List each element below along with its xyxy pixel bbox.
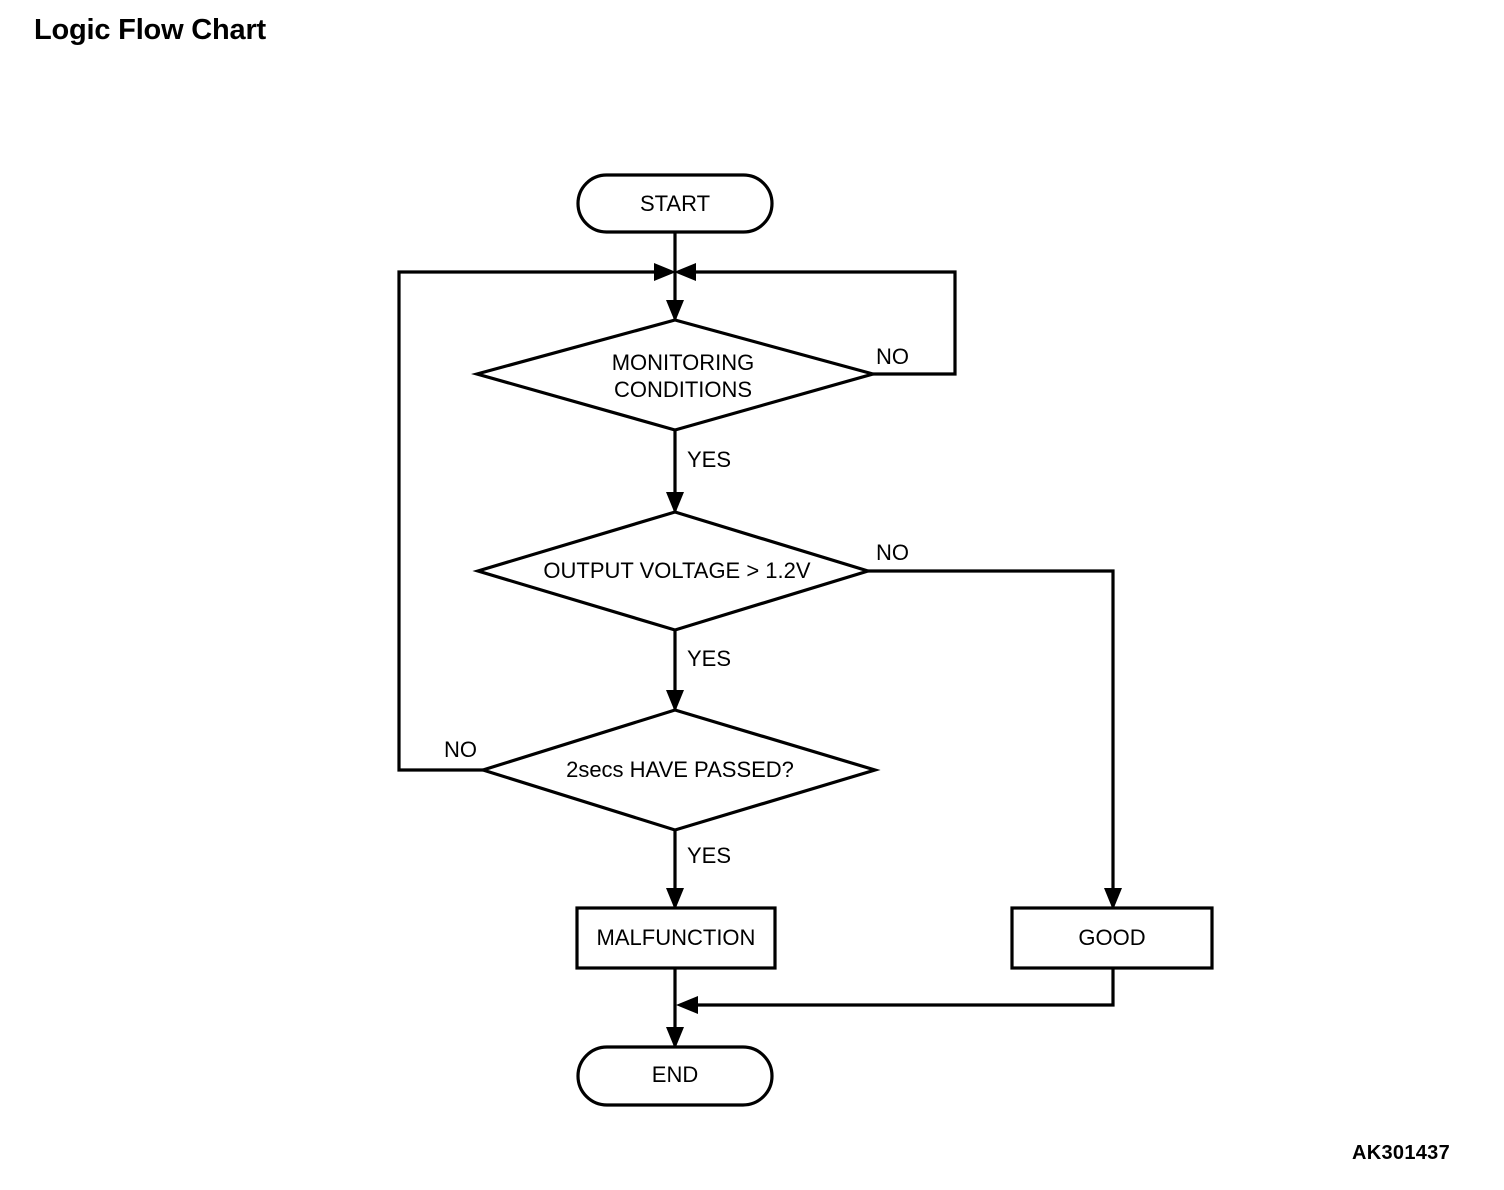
- timer-elapsed-label: 2secs HAVE PASSED?: [566, 757, 794, 782]
- arrowhead-into-timer: [666, 690, 684, 712]
- malfunction-node: [575, 906, 777, 970]
- voltage-no-label: NO: [876, 540, 909, 565]
- monitoring-yes-label: YES: [687, 447, 731, 472]
- timer-no-label: NO: [444, 737, 477, 762]
- monitoring-conditions-label-line2: CONDITIONS: [614, 377, 752, 402]
- timer-yes-label: YES: [687, 843, 731, 868]
- arrowhead-into-monitoring: [666, 300, 684, 322]
- arrowhead-into-end: [666, 1027, 684, 1049]
- arrowhead-into-malfunction: [666, 888, 684, 910]
- monitoring-conditions-label-line1: MONITORING: [612, 350, 755, 375]
- edge-voltage-no-to-good: [868, 569, 1115, 908]
- voltage-yes-label: YES: [687, 646, 731, 671]
- edge-monitoring-no-feedback: [684, 270, 957, 376]
- timer-elapsed-node: [477, 708, 881, 832]
- start-node-label: START: [640, 191, 710, 216]
- arrowhead-junction-from-right: [674, 263, 696, 281]
- start-node: [576, 173, 774, 234]
- figure-code: AK301437: [1352, 1142, 1451, 1164]
- arrowhead-junction-from-left: [654, 263, 676, 281]
- arrowhead-good-merge: [676, 996, 698, 1014]
- end-node-label: END: [652, 1062, 698, 1087]
- malfunction-label: MALFUNCTION: [597, 925, 756, 950]
- good-label: GOOD: [1078, 925, 1145, 950]
- good-node: [1010, 906, 1214, 970]
- output-voltage-node: [472, 510, 874, 632]
- edge-good-to-end: [688, 968, 1115, 1007]
- monitoring-no-label: NO: [876, 344, 909, 369]
- edge-timer-no-feedback: [397, 270, 666, 772]
- page-title: Logic Flow Chart: [34, 14, 267, 46]
- end-node: [576, 1045, 774, 1107]
- monitoring-conditions-node: [471, 318, 879, 432]
- arrowhead-into-voltage: [666, 492, 684, 514]
- arrowhead-into-good: [1104, 888, 1122, 910]
- output-voltage-label: OUTPUT VOLTAGE > 1.2V: [543, 558, 810, 583]
